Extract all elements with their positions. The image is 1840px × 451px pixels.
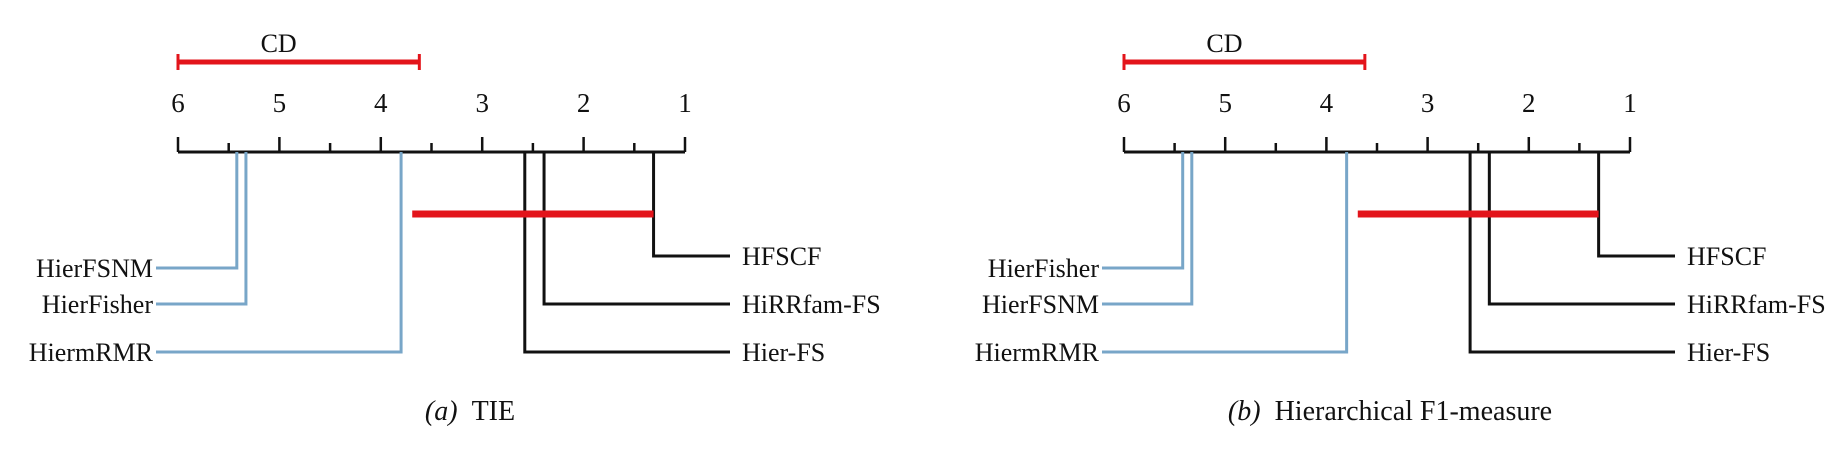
method-connector: [1468, 152, 1675, 354]
method-label: HierFSNM: [982, 290, 1099, 319]
cd-panel-b: 6 5 4 3 2 1 CD HFSCF HiRRfam-FS Hier-FS HierFisher…: [975, 29, 1826, 427]
panel-caption: (b) Hierarchical F1-measure: [1228, 396, 1552, 427]
tick-label: 5: [273, 88, 287, 118]
tick-label: 5: [1218, 88, 1232, 118]
cd-label: CD: [261, 29, 297, 58]
cd-label: CD: [1206, 29, 1242, 58]
tick-label: 1: [1623, 88, 1637, 118]
method-label: HiRRfam-FS: [742, 290, 881, 319]
tick-label: 6: [1117, 88, 1131, 118]
tick-label: 4: [374, 88, 388, 118]
method-connector: [652, 152, 730, 258]
tick-label: 1: [678, 88, 692, 118]
method-connector: [1102, 152, 1194, 306]
tick-label: 2: [1522, 88, 1536, 118]
method-label: HiermRMR: [29, 338, 154, 367]
method-connector: [523, 152, 730, 354]
method-label: Hier-FS: [1687, 338, 1770, 367]
tick-label: 4: [1320, 88, 1334, 118]
method-connector: [1487, 152, 1675, 306]
tick-label: 2: [577, 88, 591, 118]
method-connector: [156, 152, 403, 354]
method-label: Hier-FS: [742, 338, 825, 367]
method-connector: [1597, 152, 1675, 258]
method-connector: [156, 152, 239, 270]
tick-label: 3: [1421, 88, 1435, 118]
method-connector: [1102, 152, 1185, 270]
method-connector: [542, 152, 730, 306]
tick-label: 3: [475, 88, 489, 118]
method-label: HierFSNM: [36, 254, 153, 283]
method-label: HFSCF: [742, 242, 822, 271]
cd-panel-a: 6 5 4 3 2 1 CD HFSCF HiRRfam-FS Hier-FS HierFSNM Hi…: [29, 29, 881, 427]
method-label: HiRRfam-FS: [1687, 290, 1826, 319]
method-label: HierFisher: [42, 290, 154, 319]
method-connector: [1102, 152, 1349, 354]
method-label: HFSCF: [1687, 242, 1767, 271]
method-connector: [156, 152, 248, 306]
method-label: HierFisher: [988, 254, 1100, 283]
panel-caption: (a) TIE: [425, 396, 515, 427]
tick-label: 6: [171, 88, 185, 118]
method-label: HiermRMR: [975, 338, 1100, 367]
